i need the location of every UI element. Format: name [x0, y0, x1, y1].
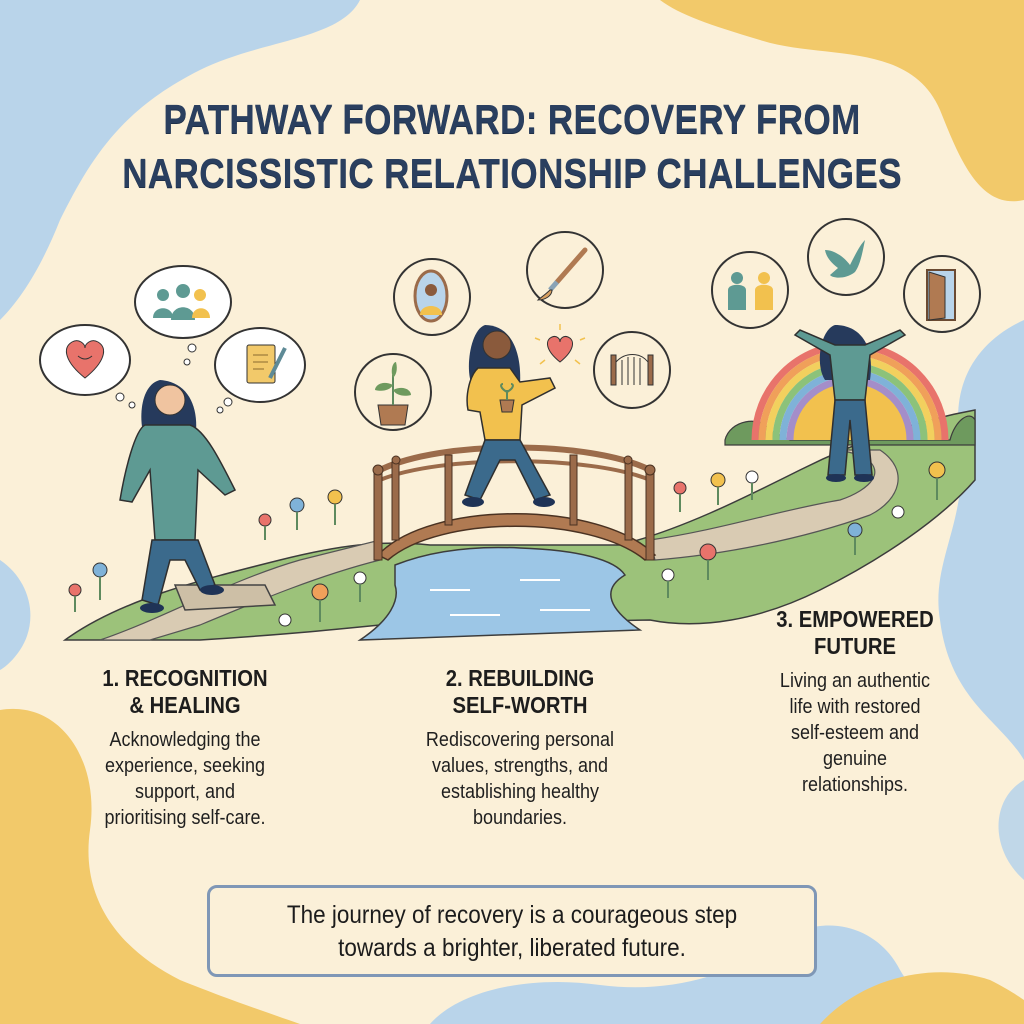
mirror-portrait-icon	[393, 258, 471, 336]
person-rebuilding	[462, 325, 557, 507]
step-1-description: Acknowledging the experience, seeking su…	[104, 729, 266, 829]
person-empowered	[793, 325, 907, 482]
glowing-heart-icon	[534, 324, 586, 365]
page-title: PATHWAY FORWARD: RECOVERY FROM NARCISSIS…	[72, 92, 953, 200]
title-line-2: NARCISSISTIC RELATIONSHIP CHALLENGES	[122, 150, 902, 196]
person-recognition	[119, 380, 237, 613]
bridge	[372, 444, 657, 561]
step-3-title: 3. EMPOWERED FUTURE	[776, 606, 934, 659]
gate-icon	[593, 331, 671, 409]
step-1-title: 1. RECOGNITION & HEALING	[102, 665, 268, 718]
potted-plant-icon	[354, 353, 432, 431]
step-empowered-future: 3. EMPOWERED FUTURE Living an authentic …	[735, 606, 975, 798]
step-recognition-healing: 1. RECOGNITION & HEALING Acknowledging t…	[70, 665, 300, 831]
smiling-heart-icon	[39, 324, 136, 409]
closing-quote-box: The journey of recovery is a courageous …	[207, 885, 817, 977]
open-door-icon	[903, 255, 981, 333]
step-2-description: Rediscovering personal values, strengths…	[425, 729, 615, 829]
step-3-description: Living an authentic life with restored s…	[779, 670, 931, 796]
quote-line-1: The journey of recovery is a courageous …	[286, 901, 738, 929]
title-line-1: PATHWAY FORWARD: RECOVERY FROM	[163, 96, 861, 142]
holding-hands-icon	[711, 251, 789, 329]
step-2-title: 2. REBUILDING SELF-WORTH	[445, 665, 595, 718]
paintbrush-icon	[526, 231, 604, 309]
quote-line-2: towards a brighter, liberated future.	[338, 934, 686, 962]
flowers	[68, 461, 946, 627]
journal-pen-icon	[214, 327, 306, 414]
support-group-icon	[134, 265, 232, 366]
step-rebuilding-self-worth: 2. REBUILDING SELF-WORTH Rediscovering p…	[385, 665, 655, 831]
dove-icon	[807, 218, 885, 296]
